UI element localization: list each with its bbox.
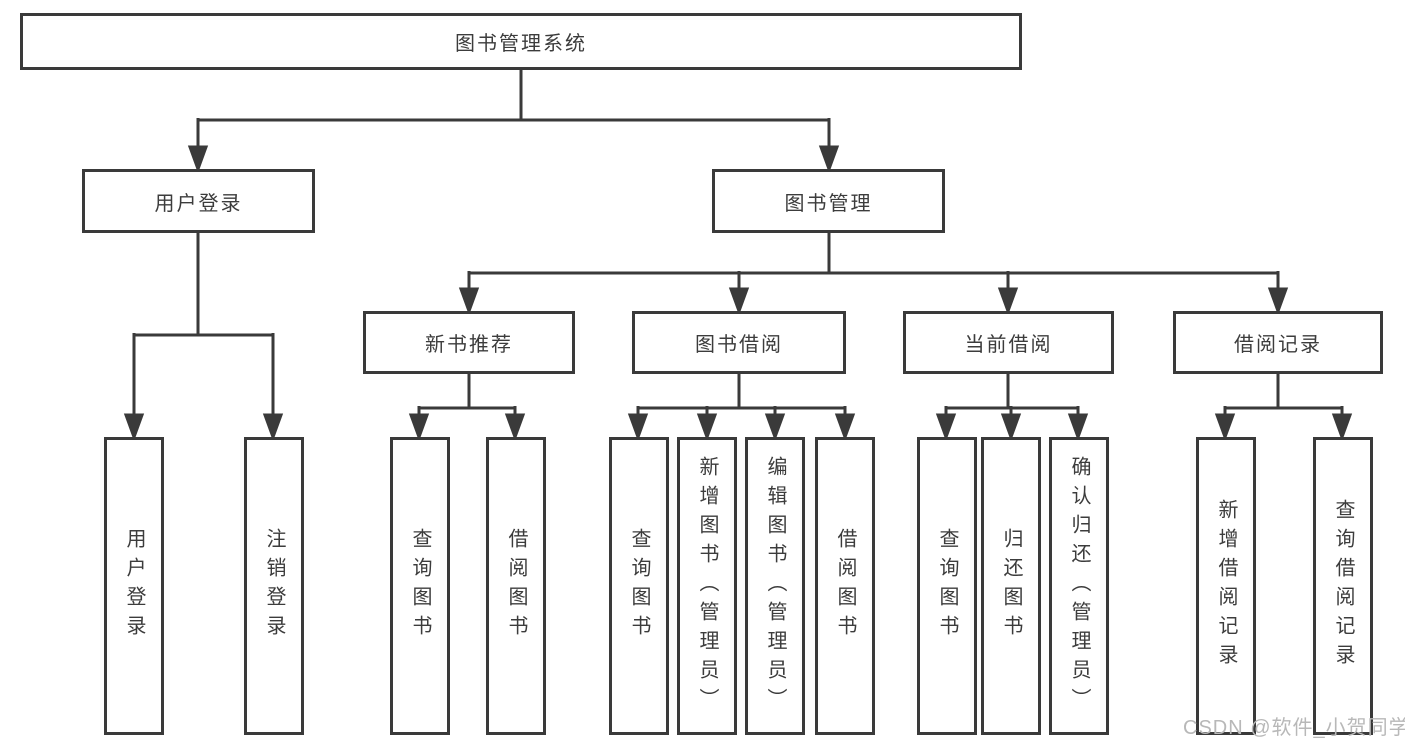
node-label: 注销登录: [263, 528, 285, 644]
node-label: 新增借阅记录: [1215, 499, 1237, 673]
leaf-query-books-current: 查询图书: [917, 437, 977, 735]
node-user-login: 用户登录: [82, 169, 315, 233]
node-label: 新书推荐: [425, 334, 513, 356]
node-label: 查询图书: [936, 528, 958, 644]
node-new-book-recommendation: 新书推荐: [363, 311, 575, 374]
node-current-borrowing: 当前借阅: [903, 311, 1114, 374]
node-borrowing-records: 借阅记录: [1173, 311, 1383, 374]
leaf-logout: 注销登录: [244, 437, 304, 735]
leaf-query-books-recommend: 查询图书: [390, 437, 450, 735]
csdn-watermark: CSDN @软件_小贺同学: [1183, 717, 1405, 739]
node-label: 归还图书: [1000, 528, 1022, 644]
node-label: 查询借阅记录: [1332, 499, 1354, 673]
leaf-query-books-borrowing: 查询图书: [609, 437, 669, 735]
node-label: 借阅图书: [505, 528, 527, 644]
leaf-borrow-books-borrowing: 借阅图书: [815, 437, 875, 735]
leaf-edit-book-admin: 编辑图书（管理员）: [745, 437, 805, 735]
node-label: 编辑图书（管理员）: [764, 455, 786, 717]
leaf-query-borrow-record: 查询借阅记录: [1313, 437, 1373, 735]
node-book-borrowing: 图书借阅: [632, 311, 846, 374]
leaf-user-login: 用户登录: [104, 437, 164, 735]
leaf-add-borrow-record: 新增借阅记录: [1196, 437, 1256, 735]
node-label: 新增图书（管理员）: [696, 455, 718, 717]
node-book-management: 图书管理: [712, 169, 945, 233]
node-label: 图书借阅: [695, 334, 783, 356]
node-label: 用户登录: [154, 192, 243, 215]
leaf-borrow-books-recommend: 借阅图书: [486, 437, 546, 735]
node-label: 查询图书: [409, 528, 431, 644]
leaf-confirm-return-admin: 确认归还（管理员）: [1049, 437, 1109, 735]
node-library-management-system: 图书管理系统: [20, 13, 1022, 70]
node-label: 用户登录: [123, 528, 145, 644]
node-label: 确认归还（管理员）: [1068, 455, 1090, 717]
leaf-add-book-admin: 新增图书（管理员）: [677, 437, 737, 735]
node-label: 借阅记录: [1234, 334, 1322, 356]
node-label: 查询图书: [628, 528, 650, 644]
node-label: 当前借阅: [964, 334, 1053, 356]
node-label: 借阅图书: [834, 528, 856, 644]
node-label: 图书管理: [784, 192, 873, 215]
leaf-return-book: 归还图书: [981, 437, 1041, 735]
node-label: 图书管理系统: [455, 33, 587, 55]
